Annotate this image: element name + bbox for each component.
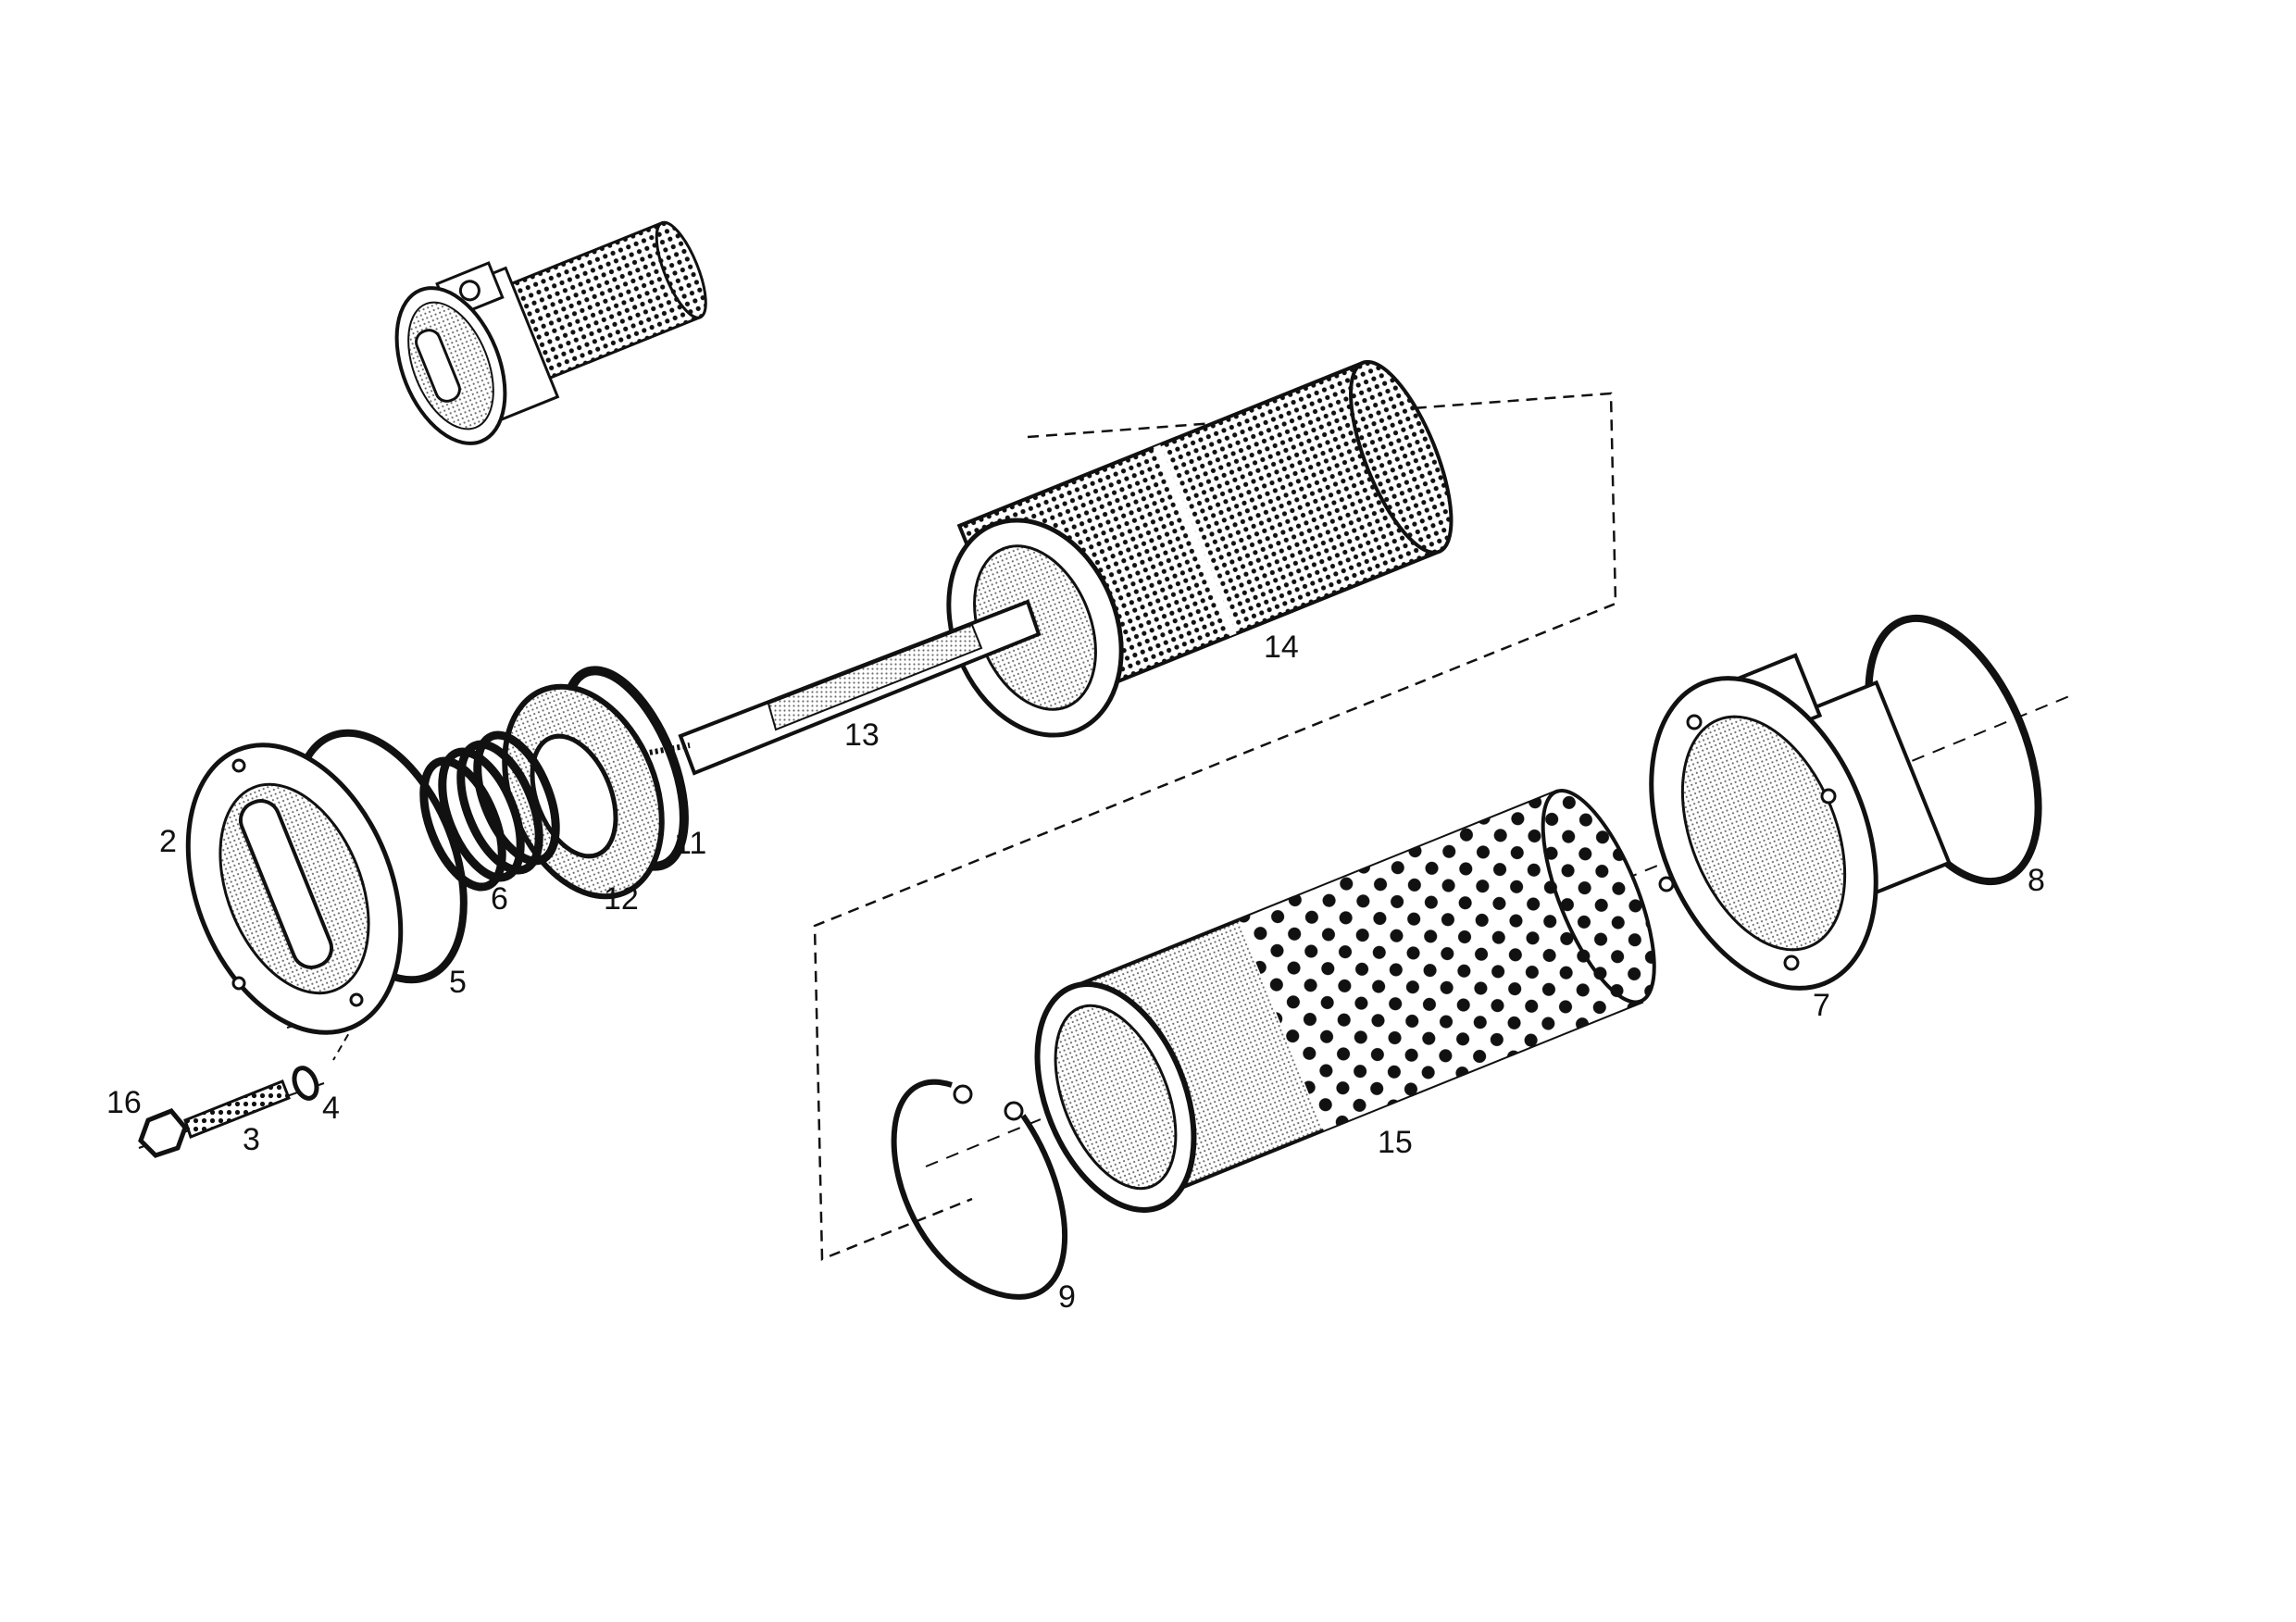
label-part-5: 5 — [449, 965, 467, 1000]
seal-ring — [502, 666, 689, 900]
label-part-4: 4 — [322, 1091, 340, 1126]
cover — [185, 742, 404, 1035]
label-part-8: 8 — [2028, 863, 2045, 898]
strainer — [1034, 789, 1656, 1213]
fasteners — [138, 1066, 319, 1158]
label-part-14: 14 — [1264, 630, 1299, 665]
label-part-12: 12 — [604, 881, 639, 917]
filter-element — [946, 359, 1454, 738]
housing — [1649, 653, 1952, 991]
part-labels: 2 3 4 5 6 7 8 9 11 12 13 14 15 16 — [106, 630, 2045, 1315]
label-part-6: 6 — [491, 881, 508, 917]
label-part-2: 2 — [159, 824, 177, 859]
label-part-13: 13 — [844, 717, 880, 753]
circlip — [891, 1079, 1067, 1300]
label-part-16: 16 — [106, 1085, 142, 1120]
spring — [419, 730, 560, 892]
label-part-3: 3 — [243, 1122, 260, 1157]
assembled-filter — [394, 220, 707, 445]
center-rod — [638, 599, 1042, 776]
label-part-15: 15 — [1378, 1125, 1413, 1160]
label-part-7: 7 — [1813, 988, 1830, 1023]
label-part-9: 9 — [1058, 1279, 1076, 1315]
label-part-11: 11 — [674, 826, 706, 861]
